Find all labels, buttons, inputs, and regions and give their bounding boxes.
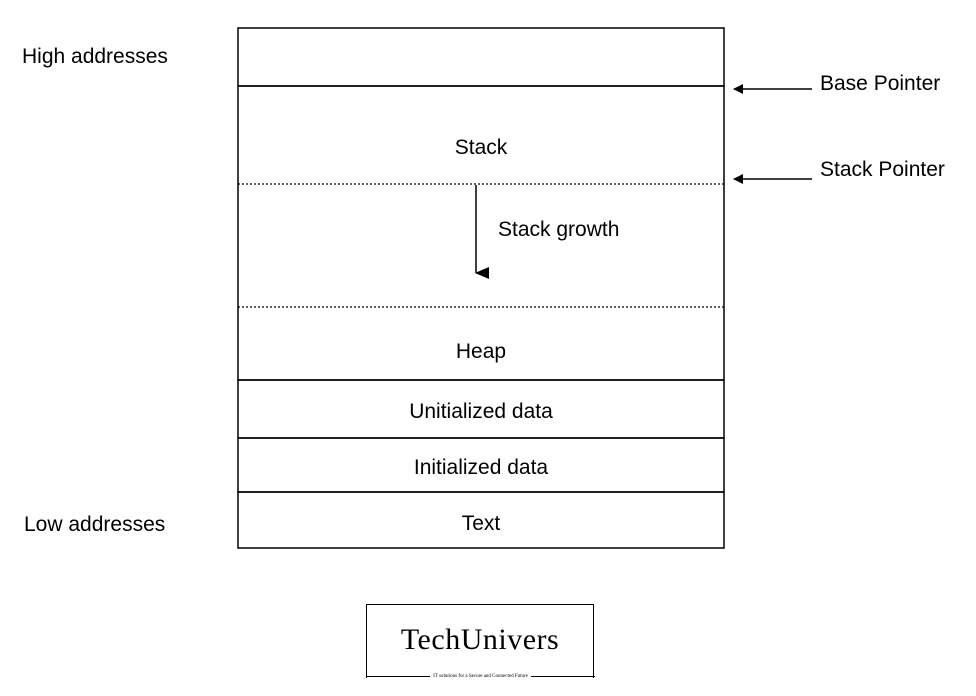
uninitialized-data-label: Unitialized data [409,400,553,423]
base-pointer-label: Base Pointer [820,72,941,95]
logo-tagline: IT solutions for a Secure and Connected … [433,673,528,679]
low-addresses-label: Low addresses [24,513,166,536]
logo-tagline-row: IT solutions for a Secure and Connected … [366,673,595,679]
logo-divider-left [366,675,431,677]
stack-growth-label: Stack growth [498,218,620,241]
high-addresses-label: High addresses [22,45,168,68]
text-segment-box [237,491,725,549]
techunivers-logo: TechUnivers IT solutions for a Secure an… [366,604,595,679]
heap-label: Heap [455,340,507,363]
logo-divider-right [530,675,595,677]
stack-pointer-label: Stack Pointer [820,158,945,181]
stack-heap-region-box [237,85,725,381]
stack-label: Stack [454,136,508,159]
top-segment-box [237,27,725,87]
initialized-data-label: Initialized data [413,456,549,479]
text-segment-label: Text [461,512,501,535]
logo-name: TechUnivers [400,623,560,656]
